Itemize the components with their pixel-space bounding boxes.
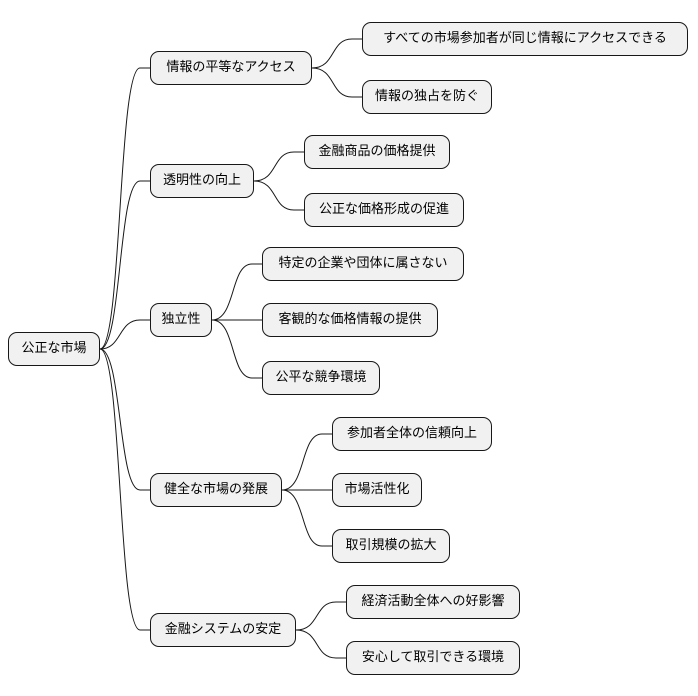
connector-root-branch-3 (99, 348, 150, 491)
branch-node: 独立性 (150, 303, 212, 337)
leaf-node: 情報の独占を防ぐ (362, 80, 492, 114)
branch-node: 透明性の向上 (150, 164, 254, 198)
leaf-node: 安心して取引できる環境 (346, 641, 520, 675)
connector-branch-1-child-0 (253, 151, 304, 182)
branch-node: 健全な市場の発展 (150, 473, 282, 507)
connector-root-branch-1 (99, 180, 150, 350)
root-node: 公正な市場 (8, 332, 100, 366)
connector-branch-2-child-0 (211, 263, 262, 321)
leaf-node: 客観的な価格情報の提供 (262, 303, 438, 337)
branch-node: 情報の平等なアクセス (150, 51, 312, 85)
leaf-node: 取引規模の拡大 (332, 529, 450, 563)
connector-branch-4-child-0 (295, 601, 346, 631)
connector-branch-0-child-1 (311, 67, 362, 98)
leaf-node: 経済活動全体への好影響 (346, 585, 520, 619)
branch-node: 金融システムの安定 (150, 613, 296, 647)
connector-branch-1-child-1 (253, 180, 304, 211)
connector-branch-4-child-1 (295, 629, 346, 659)
leaf-node: 公平な競争環境 (262, 361, 380, 395)
leaf-node: 金融商品の価格提供 (304, 135, 450, 169)
connector-branch-2-child-2 (211, 319, 262, 379)
leaf-node: 市場活性化 (332, 473, 422, 507)
connector-root-branch-2 (99, 319, 150, 350)
leaf-node: 公正な価格形成の促進 (304, 193, 464, 227)
connector-branch-3-child-2 (281, 489, 332, 547)
leaf-node: すべての市場参加者が同じ情報にアクセスできる (362, 22, 688, 56)
leaf-node: 参加者全体の信頼向上 (332, 417, 492, 451)
connector-branch-0-child-0 (311, 38, 362, 69)
leaf-node: 特定の企業や団体に属さない (262, 247, 464, 281)
connector-root-branch-0 (99, 67, 150, 350)
connector-branch-3-child-0 (281, 433, 332, 491)
connector-root-branch-4 (99, 348, 150, 631)
